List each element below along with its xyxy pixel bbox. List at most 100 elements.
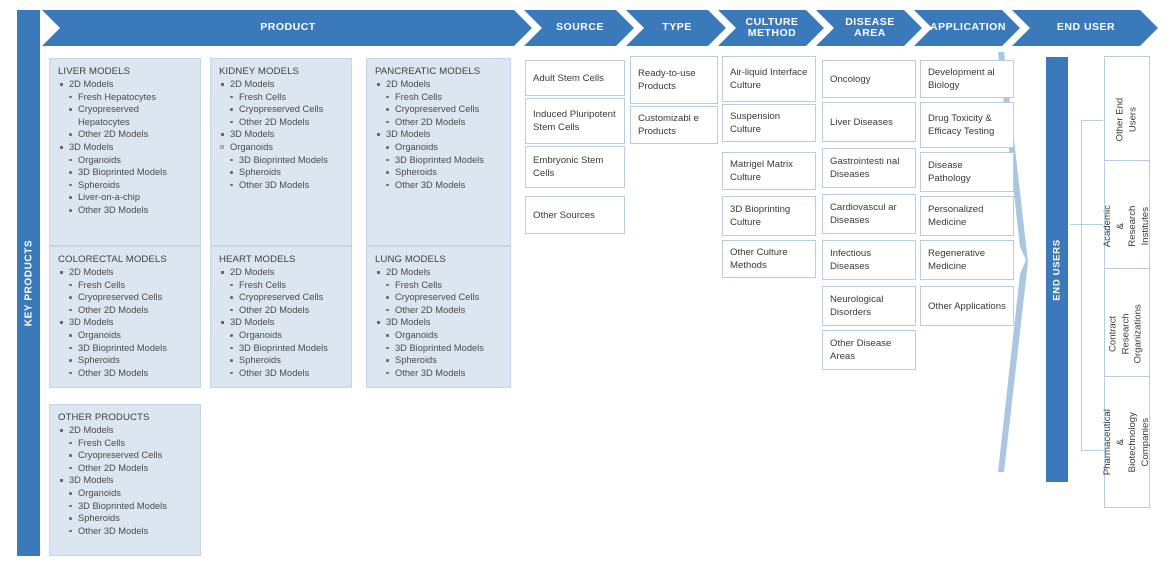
header-segment-culture-method[interactable]: CULTURE METHOD <box>718 10 824 46</box>
disease-area-item[interactable]: Gastrointesti nal Diseases <box>822 148 916 188</box>
application-item[interactable]: Other Applications <box>920 286 1014 326</box>
type-item[interactable]: Customizabl e Products <box>630 106 718 144</box>
disease-area-item[interactable]: Oncology <box>822 60 916 98</box>
disease-area-item[interactable]: Infectious Diseases <box>822 240 916 280</box>
product-item: 2D Models <box>375 266 502 279</box>
product-item: 3D Bioprinted Models <box>58 342 192 355</box>
disease-area-item[interactable]: Liver Diseases <box>822 102 916 142</box>
product-item: 3D Models <box>375 316 502 329</box>
product-item: Cryopreserved Cells <box>219 291 343 304</box>
product-item: Spheroids <box>58 354 192 367</box>
product-item: Other 2D Models <box>58 462 192 475</box>
product-item: 3D Models <box>58 141 192 154</box>
culture-method-item[interactable]: Suspension Culture <box>722 104 816 142</box>
product-item: Other 2D Models <box>58 304 192 317</box>
product-box-title: KIDNEY MODELS <box>219 66 300 77</box>
product-item: Fresh Cells <box>58 437 192 450</box>
product-item: 2D Models <box>219 78 343 91</box>
product-item: Organoids <box>58 154 192 167</box>
disease-area-item-label: Liver Diseases <box>830 116 893 128</box>
header-segment-type[interactable]: TYPE <box>626 10 726 46</box>
type-item[interactable]: Ready-to-use Products <box>630 56 718 104</box>
product-item: Other 3D Models <box>58 525 192 538</box>
end-user-connector-branch-2 <box>1081 224 1103 225</box>
culture-method-item[interactable]: Matrigel Matrix Culture <box>722 152 816 190</box>
product-item: Cryopreserved Cells <box>219 103 343 116</box>
application-item[interactable]: Development al Biology <box>920 60 1014 98</box>
header-segment-end-user[interactable]: END USER <box>1012 10 1158 46</box>
culture-method-item-label: 3D Bioprinting Culture <box>730 204 791 228</box>
product-item: 2D Models <box>375 78 502 91</box>
culture-method-item-label: Matrigel Matrix Culture <box>730 159 793 183</box>
culture-method-item[interactable]: Air-liquid Interface Culture <box>722 56 816 102</box>
product-item: 3D Models <box>219 316 343 329</box>
product-item: Spheroids <box>219 354 343 367</box>
product-item: Spheroids <box>219 166 343 179</box>
source-item-label: Induced Pluripotent Stem Cells <box>533 109 616 133</box>
source-item-label: Adult Stem Cells <box>533 72 604 84</box>
application-item[interactable]: Disease Pathology <box>920 152 1014 192</box>
product-item: Spheroids <box>58 179 192 192</box>
source-item[interactable]: Adult Stem Cells <box>525 60 625 96</box>
end-user-item[interactable]: Pharmaceutical & Biotechnology Companies <box>1102 376 1151 508</box>
application-item-label: Drug Toxicity & Efficacy Testing <box>928 113 995 137</box>
disease-area-item-label: Gastrointesti nal Diseases <box>830 156 900 180</box>
key-products-rail: KEY PRODUCTS <box>17 10 40 556</box>
culture-method-item-label: Air-liquid Interface Culture <box>730 67 808 91</box>
culture-method-item[interactable]: Other Culture Methods <box>722 240 816 278</box>
disease-area-item[interactable]: Cardiovascul ar Diseases <box>822 194 916 234</box>
end-user-item-label: Other End Users <box>1114 98 1138 142</box>
product-item: 2D Models <box>219 266 343 279</box>
disease-area-item-label: Neurological Disorders <box>830 294 884 318</box>
product-item: 3D Bioprinted Models <box>375 154 502 167</box>
source-item[interactable]: Embryonic Stem Cells <box>525 146 625 188</box>
product-item: 3D Models <box>375 128 502 141</box>
header-segment-disease-area[interactable]: DISEASE AREA <box>816 10 922 46</box>
source-item[interactable]: Induced Pluripotent Stem Cells <box>525 98 625 144</box>
source-item[interactable]: Other Sources <box>525 196 625 234</box>
product-box-title: LIVER MODELS <box>58 66 131 77</box>
header-segment-product[interactable]: PRODUCT <box>42 10 532 46</box>
header-segment-source[interactable]: SOURCE <box>524 10 634 46</box>
disease-area-item[interactable]: Other Disease Areas <box>822 330 916 370</box>
product-item: Other 2D Models <box>375 116 502 129</box>
product-item: 2D Models <box>58 424 192 437</box>
end-user-connector-branch-1 <box>1081 120 1103 121</box>
product-item: Cryopreserved Hepatocytes <box>58 103 192 128</box>
culture-method-item[interactable]: 3D Bioprinting Culture <box>722 196 816 236</box>
application-item[interactable]: Regenerative Medicine <box>920 240 1014 280</box>
disease-area-item[interactable]: Neurological Disorders <box>822 286 916 326</box>
product-item: 3D Bioprinted Models <box>58 500 192 513</box>
type-item-label: Customizabl e Products <box>638 113 699 137</box>
product-item: Other 2D Models <box>219 116 343 129</box>
product-item: Other 3D Models <box>58 204 192 217</box>
end-user-connector-branch-4 <box>1081 450 1103 451</box>
header-segment-label: TYPE <box>662 21 692 34</box>
product-item: Organoids <box>375 141 502 154</box>
header-segment-label: CULTURE METHOD <box>745 15 799 39</box>
key-products-rail-label: KEY PRODUCTS <box>23 239 34 327</box>
end-user-connector-vertical <box>1081 120 1082 450</box>
disease-area-item-label: Other Disease Areas <box>830 338 892 362</box>
type-item-label: Ready-to-use Products <box>638 68 696 92</box>
product-box-title: COLORECTAL MODELS <box>58 254 167 265</box>
product-item: Other 3D Models <box>375 367 502 380</box>
application-item[interactable]: Personalized Medicine <box>920 196 1014 236</box>
product-item: Organoids <box>58 487 192 500</box>
application-item[interactable]: Drug Toxicity & Efficacy Testing <box>920 102 1014 148</box>
header-segment-application[interactable]: APPLICATION <box>914 10 1020 46</box>
product-item: Other 2D Models <box>58 128 192 141</box>
product-item: 2D Models <box>58 266 192 279</box>
end-users-rail-label: END USERS <box>1051 238 1063 301</box>
